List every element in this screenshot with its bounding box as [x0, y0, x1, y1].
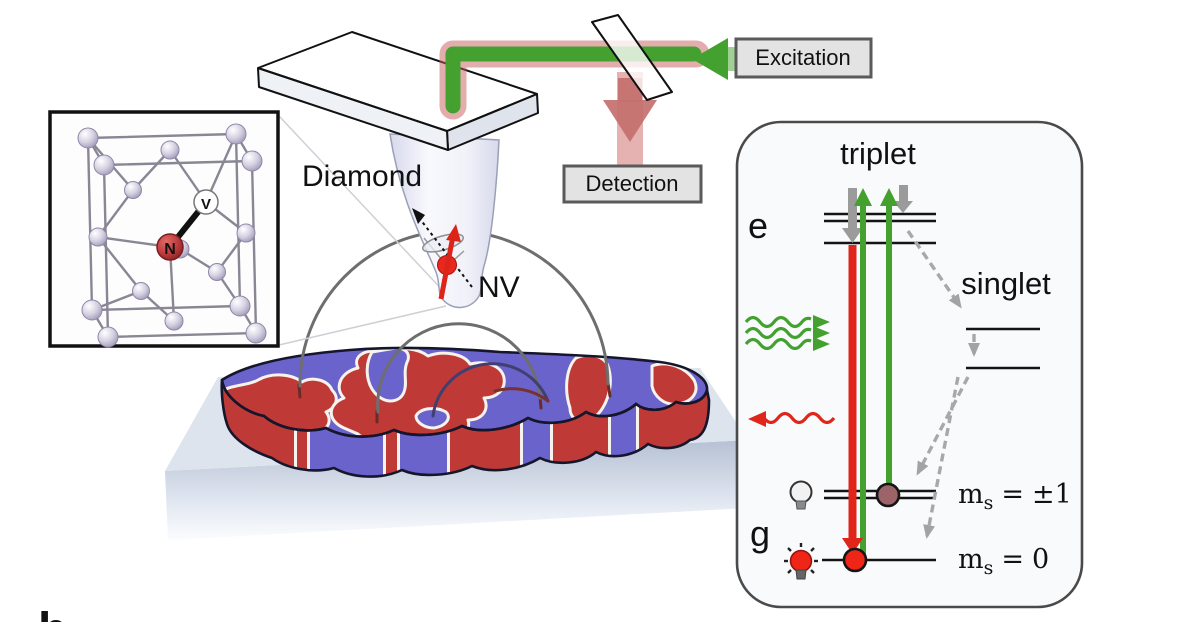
beamsplitter	[591, 14, 673, 101]
red-emission-arrow-shaft	[848, 245, 857, 538]
nv-axis-dashed-arrow	[419, 218, 473, 288]
nitrogen-label: N	[164, 241, 176, 258]
isc-arrow-singlet-to-ms1	[916, 376, 970, 476]
figure-panel-letter: b	[38, 604, 67, 622]
population-dot-ms1	[875, 482, 901, 508]
population-dot-ms0	[842, 547, 868, 573]
detection-box-frame	[562, 164, 703, 204]
nv-spin	[412, 208, 473, 300]
crystal-inset: V N	[48, 110, 280, 348]
singlet-label: singlet	[961, 266, 1051, 301]
spin-arrowhead	[446, 224, 461, 242]
domain-blue-swirl	[365, 347, 410, 403]
sample-outline-side	[220, 379, 711, 478]
carbon-atoms	[77, 123, 267, 348]
cantilever	[257, 31, 539, 151]
ms-zero-label: ms=0	[958, 544, 1049, 579]
inset-callout-line	[278, 305, 447, 346]
red-photon-wave-icon	[748, 411, 836, 427]
vacancy-site	[193, 189, 219, 215]
ms-plus-minus-one-label: ms=±1	[958, 479, 1072, 514]
gray-decay-arrow-shaft	[848, 188, 857, 228]
detection-label: Detection	[586, 171, 679, 196]
panel-frame	[735, 120, 1084, 609]
field-line-arc-dark	[431, 362, 550, 418]
spin-arrow-icon	[438, 235, 456, 300]
detection-box: Detection	[562, 164, 703, 204]
green-absorption-arrow-ms0	[860, 204, 866, 558]
ground-state-label: g	[750, 513, 770, 554]
nv-axis-arrowhead	[412, 208, 425, 224]
red-beam-arrowhead	[603, 100, 657, 142]
cantilever-top-face	[257, 31, 538, 132]
green-photon-waves-icon	[744, 315, 830, 351]
excitation-box-frame	[734, 37, 873, 79]
field-line-arc-inner	[376, 322, 542, 414]
excitation-label: Excitation	[755, 45, 850, 70]
triplet-label: triplet	[840, 136, 916, 171]
green-absorption-arrow-ms1	[886, 204, 892, 494]
red-emission-arrowhead	[842, 538, 863, 554]
green-beam-fade	[727, 47, 737, 71]
lit-bulb-icon	[784, 543, 818, 580]
excited-ms1-level	[824, 212, 936, 223]
energy-level-panel: triplet singlet e g	[735, 120, 1084, 609]
green-beam-arrowhead	[692, 38, 728, 80]
gray-decay-arrow2-head	[893, 201, 913, 213]
isc-arrow-singlet-to-ms0	[923, 376, 960, 539]
gray-decay-arrow2-shaft	[899, 185, 908, 201]
excitation-box: Excitation	[734, 37, 873, 79]
nitrogen-atom	[156, 233, 184, 261]
unlit-bulb-icon	[789, 480, 813, 510]
gray-decay-arrowhead	[842, 228, 863, 243]
vacancy-label: V	[201, 196, 211, 213]
diamond-label: Diamond	[302, 160, 422, 193]
green-arrowhead-ms1	[880, 188, 898, 206]
isc-dashed-arrows	[906, 230, 980, 539]
diamond-lattice: V N	[77, 123, 267, 348]
field-line-arc-dark-end	[493, 387, 550, 403]
nv-label: NV	[478, 271, 520, 304]
inset-callout-line	[278, 115, 449, 297]
transition-arrows	[842, 185, 913, 558]
green-arrowhead-ms0	[854, 188, 872, 206]
domain-blue-blob	[414, 407, 450, 430]
magnetic-sample	[220, 346, 711, 478]
excited-state-label: e	[748, 205, 768, 246]
isc-arrow-excited-to-singlet	[906, 230, 962, 309]
